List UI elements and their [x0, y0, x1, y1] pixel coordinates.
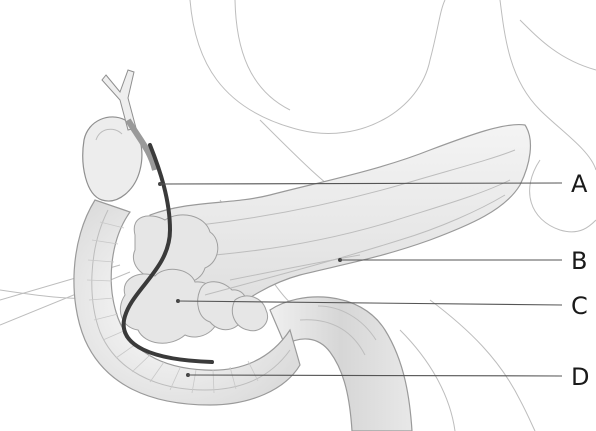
- callout-label-d: D: [571, 363, 589, 391]
- callout-label-c: C: [571, 292, 588, 320]
- callout-label-a: A: [571, 170, 588, 198]
- callout-label-b: B: [571, 247, 587, 275]
